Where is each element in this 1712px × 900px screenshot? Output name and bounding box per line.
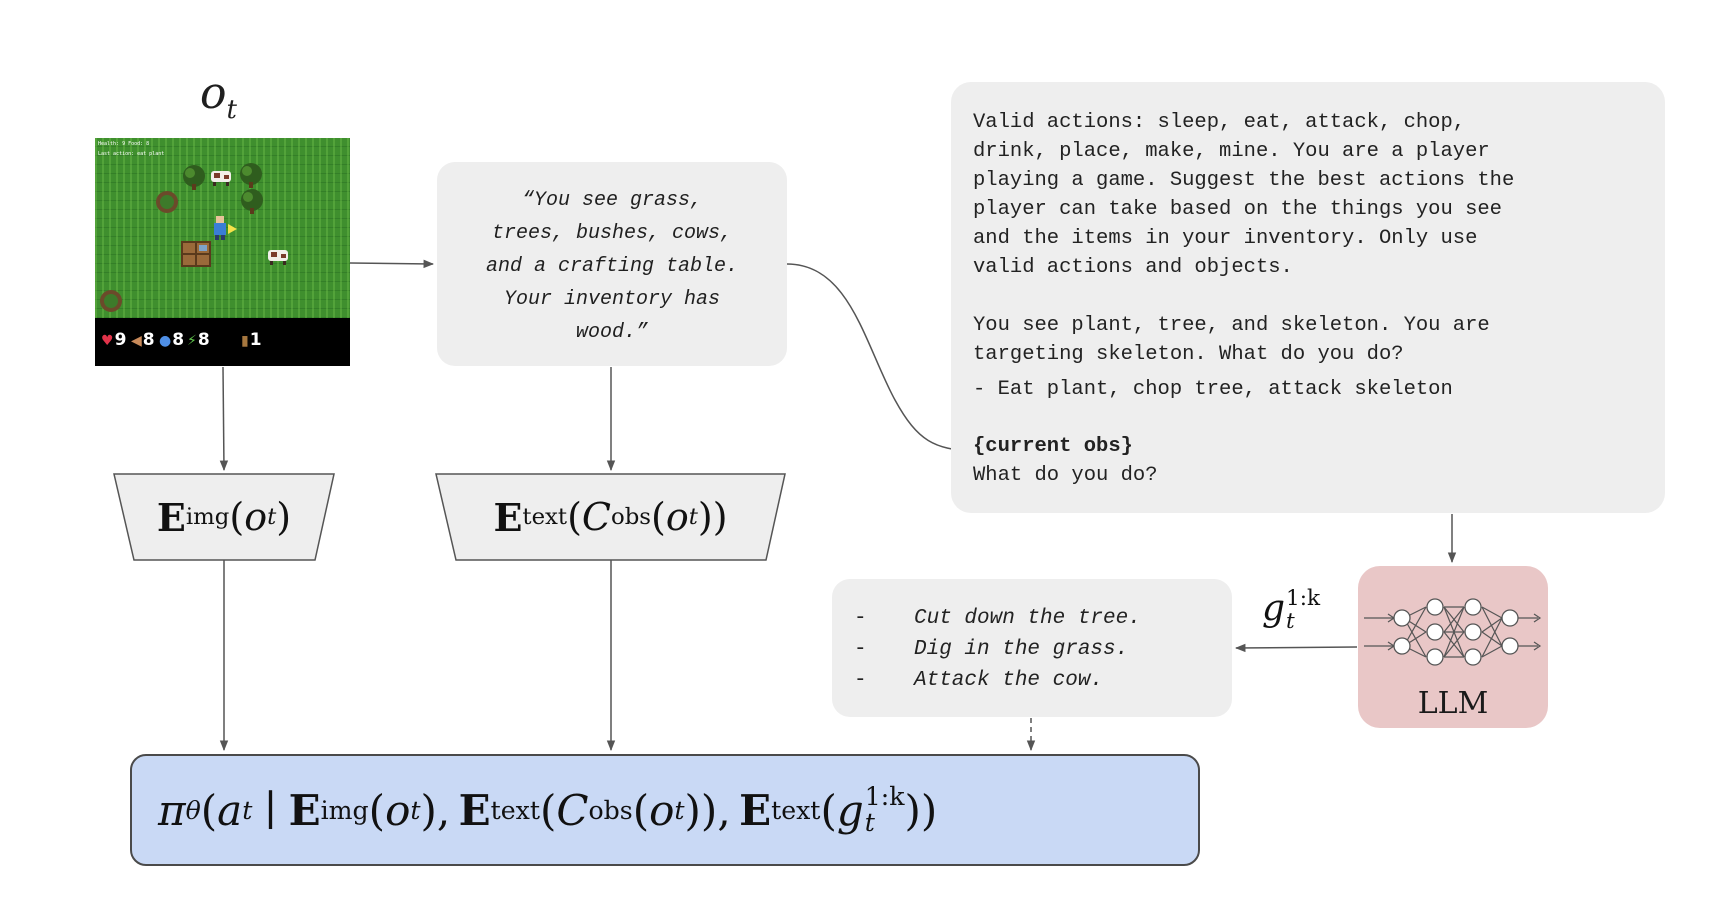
prompt-current-obs-placeholder: {current obs} xyxy=(973,435,1133,458)
image-encoder-shape xyxy=(113,473,335,561)
game-action-text: Last action: eat plant xyxy=(98,151,165,157)
player-icon xyxy=(214,216,237,240)
observation-label: ot xyxy=(200,72,237,123)
subgoal-item: -Cut down the tree. xyxy=(854,607,1141,630)
arrow-game-to-image-encoder xyxy=(219,366,229,472)
caption-line: trees, bushes, cows, xyxy=(491,222,733,245)
observation-subscript: t xyxy=(226,94,237,125)
prompt-line: valid actions and objects. xyxy=(973,256,1293,279)
neural-network-icon xyxy=(1364,598,1542,666)
water-drop-icon: ● xyxy=(159,333,172,349)
prompt-question: What do you do? xyxy=(973,464,1158,487)
bush-icon xyxy=(156,191,178,213)
hud-drink: ●8 xyxy=(159,330,185,350)
hud-energy: ⚡8 xyxy=(187,330,210,350)
prompt-line: and the items in your inventory. Only us… xyxy=(973,227,1478,250)
caption-line: “You see grass, xyxy=(521,189,703,212)
wood-icon: ▮ xyxy=(241,333,249,349)
tree-icon xyxy=(240,163,262,188)
arrow-llm-to-subgoals xyxy=(1234,643,1358,653)
hud-food: ◀8 xyxy=(131,330,155,350)
llm-label: LLM xyxy=(1417,686,1489,721)
heart-icon: ♥ xyxy=(101,333,114,349)
hud-health: ♥9 xyxy=(101,330,127,350)
observation-caption-box: “You see grass, trees, bushes, cows, and… xyxy=(437,162,787,366)
observation-symbol: o xyxy=(200,68,227,119)
prompt-line: drink, place, make, mine. You are a play… xyxy=(973,140,1490,163)
subgoal-item: -Dig in the grass. xyxy=(854,638,1129,661)
prompt-line: Valid actions: sleep, eat, attack, chop, xyxy=(973,111,1466,134)
tree-icon xyxy=(183,165,205,190)
game-field: Health: 9 Food: 8 Last action: eat plant xyxy=(95,138,350,318)
cow-icon xyxy=(211,171,231,186)
food-icon: ◀ xyxy=(131,333,142,349)
subgoal-item: -Attack the cow. xyxy=(854,669,1104,692)
text-encoder-shape xyxy=(435,473,786,561)
caption-line: wood.” xyxy=(575,321,648,344)
prompt-example-line: You see plant, tree, and skeleton. You a… xyxy=(973,314,1490,337)
prompt-line: player can take based on the things you … xyxy=(973,198,1502,221)
suggested-subgoals-box: -Cut down the tree. -Dig in the grass. -… xyxy=(832,579,1232,717)
arrow-caption-to-prompt xyxy=(786,263,974,455)
prompt-example-answer: - Eat plant, chop tree, attack skeleton xyxy=(973,378,1453,401)
game-sprites xyxy=(100,163,288,312)
game-inventory-bar: ♥9 ◀8 ●8 ⚡8 ▮1 xyxy=(95,318,350,366)
llm-block: LLM xyxy=(1358,566,1548,728)
energy-icon: ⚡ xyxy=(187,333,197,349)
caption-line: Your inventory has xyxy=(503,288,721,311)
game-status-text: Health: 9 Food: 8 xyxy=(98,141,150,147)
hud-wood: ▮1 xyxy=(241,330,262,350)
llm-prompt-box: Valid actions: sleep, eat, attack, chop,… xyxy=(951,82,1665,513)
arrow-game-to-caption xyxy=(349,259,435,269)
prompt-gap xyxy=(973,282,1643,311)
bush-icon xyxy=(100,290,122,312)
caption-line: and a crafting table. xyxy=(485,255,739,278)
tree-icon xyxy=(241,189,263,214)
game-observation-frame: Health: 9 Food: 8 Last action: eat plant xyxy=(95,138,350,366)
prompt-example-line: targeting skeleton. What do you do? xyxy=(973,343,1404,366)
prompt-line: playing a game. Suggest the best actions… xyxy=(973,169,1515,192)
cow-icon xyxy=(268,250,288,265)
crafting-table-icon xyxy=(181,241,211,267)
